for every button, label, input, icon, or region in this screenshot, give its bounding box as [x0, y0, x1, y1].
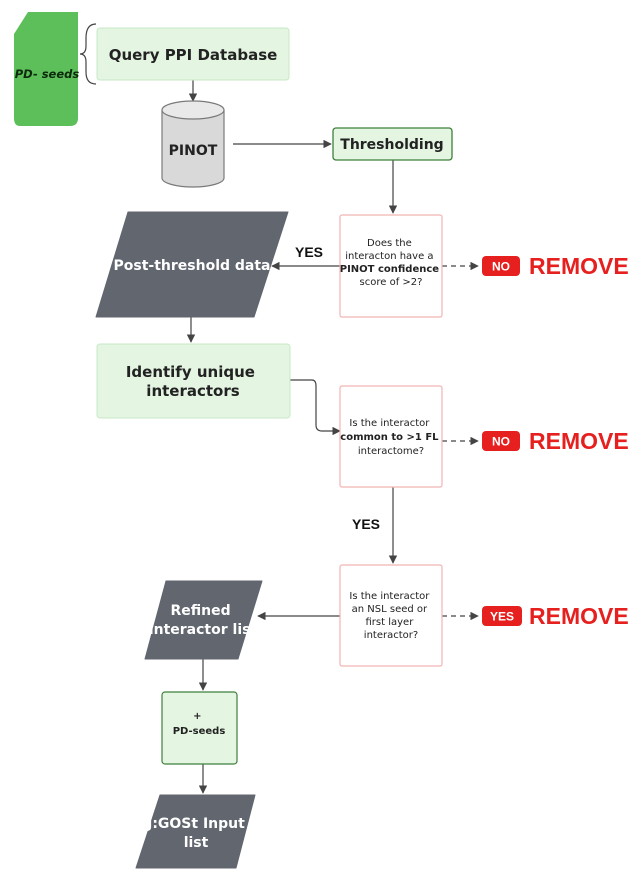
- decision1-no-badge-label: NO: [492, 260, 510, 274]
- pd-seeds-label: PD- seeds: [15, 67, 80, 81]
- card-shape-icon: [14, 12, 78, 126]
- thresholding-label: Thresholding: [340, 137, 443, 153]
- pinot-database: PINOT: [161, 100, 225, 188]
- pd-seeds-card: PD- seeds: [14, 12, 79, 126]
- decision3-yes-badge-label: YES: [490, 610, 514, 624]
- decision1-remove-label: REMOVE: [529, 253, 629, 279]
- brace-connector: [79, 23, 97, 85]
- svg-text:g:GOSt Input list: g:GOSt Input list: [142, 816, 249, 851]
- svg-text:Is the interactor common: Is the interactor common to >1 FL intera…: [340, 418, 441, 457]
- svg-text:Identify unique interact: Identify unique interactors: [126, 363, 260, 400]
- svg-text:Refined interactor list: Refined interactor list: [149, 603, 258, 638]
- decision1-line2: interacton have a: [345, 251, 433, 262]
- decision1-no-badge: NO: [482, 256, 520, 276]
- post-threshold-label: Post-threshold data: [114, 258, 271, 274]
- decision2-line2: common to >1 FL: [340, 432, 439, 443]
- refined-line1: Refined: [170, 603, 230, 619]
- decision3-line1: Is the interactor: [349, 591, 430, 602]
- decision3-line2: an NSL seed or: [352, 604, 428, 615]
- svg-text:Does the interacton have: Does the interacton have a PINOT confide…: [340, 238, 443, 288]
- decision1-line4: score of >2?: [360, 277, 423, 288]
- gost-line1: g:GOSt Input: [142, 816, 245, 832]
- decision2-no-badge-label: NO: [492, 435, 510, 449]
- gost-line2: list: [184, 835, 209, 851]
- decision1-line1: Does the: [367, 238, 412, 249]
- identify-node: Identify unique interactors: [96, 343, 291, 419]
- query-ppi-node: Query PPI Database: [96, 27, 290, 81]
- thresholding-node: Thresholding: [332, 127, 453, 161]
- decision2-remove-label: REMOVE: [529, 428, 629, 454]
- decision2-line3: interactome?: [358, 446, 424, 457]
- identify-line2: interactors: [146, 382, 239, 400]
- svg-text:+ PD-seeds: + PD-seeds: [173, 711, 226, 737]
- post-threshold-node: Post-threshold data: [95, 211, 289, 318]
- query-ppi-label: Query PPI Database: [109, 46, 278, 64]
- decision2-no-badge: NO: [482, 431, 520, 451]
- decision3-node: Is the interactor an NSL seed or first l…: [339, 564, 443, 667]
- pinot-label: PINOT: [169, 143, 218, 159]
- gost-node: g:GOSt Input list: [135, 794, 256, 869]
- decision1-node: Does the interacton have a PINOT confide…: [339, 214, 443, 318]
- refined-node: Refined interactor list: [144, 580, 263, 660]
- decision3-remove-label: REMOVE: [529, 603, 629, 629]
- database-cylinder-icon: [161, 110, 225, 188]
- decision2-line1: Is the interactor: [349, 418, 430, 429]
- decision2-yes-label: YES: [352, 516, 380, 532]
- plus-seeds-line1: +: [193, 711, 201, 722]
- decision2-node: Is the interactor common to >1 FL intera…: [339, 385, 443, 488]
- decision1-yes-label: YES: [295, 244, 323, 260]
- connectors: [79, 23, 479, 794]
- svg-text:Is the interactor an NSL: Is the interactor an NSL seed or first l…: [349, 591, 432, 641]
- decision3-line3: first layer: [366, 617, 415, 628]
- decision3-yes-badge: YES: [482, 606, 522, 626]
- arrow-identify-to-decision2: [290, 379, 341, 436]
- plus-seeds-line2: PD-seeds: [173, 726, 226, 737]
- decision1-line3: PINOT confidence: [340, 264, 440, 275]
- decision3-line4: interactor?: [364, 630, 418, 641]
- refined-line2: interactor list: [149, 622, 258, 638]
- plus-seeds-node: + PD-seeds: [161, 691, 238, 765]
- identify-line1: Identify unique: [126, 363, 255, 381]
